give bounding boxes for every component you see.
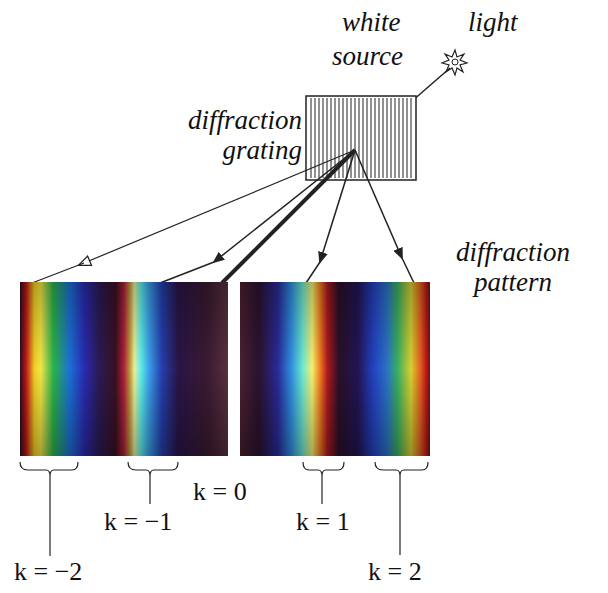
order-label: k = −1 <box>104 508 172 537</box>
grating-slit <box>347 98 348 178</box>
grating-slit <box>399 98 400 178</box>
grating-slit <box>343 98 344 178</box>
grating-slit <box>403 98 404 178</box>
grating-label: diffraction grating <box>146 106 302 165</box>
order-label: k = 1 <box>296 508 350 537</box>
grating-slit <box>407 98 408 178</box>
order-label: k = −2 <box>14 558 82 587</box>
order-brackets <box>20 462 428 556</box>
grating-box <box>306 96 416 180</box>
spectrum-photo <box>20 282 430 456</box>
pattern-label: diffraction pattern <box>422 238 604 297</box>
source-label: source <box>332 42 403 72</box>
grating-slit <box>327 98 328 178</box>
grating-slit <box>323 98 324 178</box>
grating-slit <box>383 98 384 178</box>
source-label: light <box>468 8 518 38</box>
source-label: white <box>342 8 401 38</box>
order-label: k = 2 <box>368 558 422 587</box>
grating-slit <box>311 98 312 178</box>
grating-slit <box>375 98 376 178</box>
order-label: k = 0 <box>193 478 247 507</box>
grating-slit <box>387 98 388 178</box>
grating-slit <box>391 98 392 178</box>
diffracted-beams <box>32 150 414 283</box>
grating-slit <box>367 98 368 178</box>
grating-slit <box>395 98 396 178</box>
grating-slit <box>331 98 332 178</box>
grating-slit <box>355 98 356 178</box>
grating-slit <box>371 98 372 178</box>
grating-slit <box>359 98 360 178</box>
grating-slit <box>379 98 380 178</box>
grating-slit <box>319 98 320 178</box>
grating-slit <box>411 98 412 178</box>
